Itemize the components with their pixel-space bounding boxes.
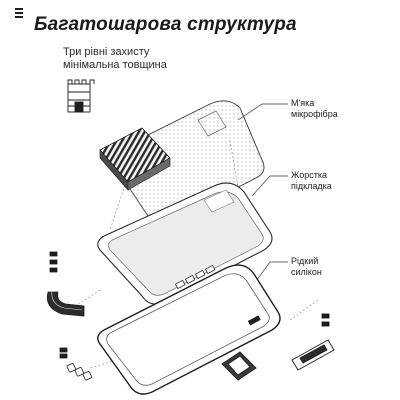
label-liquid-silicone-line-1: Рідкий <box>291 256 319 266</box>
page-subtitle: Три рівні захисту мінімальна товщина <box>63 46 263 72</box>
label-hard-backing-line-2: підкладка <box>291 181 332 191</box>
subtitle-line-2: мінімальна товщина <box>63 59 167 71</box>
label-liquid-silicone-line-2: силікон <box>291 267 322 277</box>
label-soft-microfiber: М'яка мікрофібра <box>291 98 391 120</box>
layer-hard-backing <box>97 182 273 305</box>
side-key-icon <box>291 313 335 371</box>
subtitle-line-1: Три рівні захисту <box>63 46 150 58</box>
page-title: Багатошарова структура <box>34 14 297 35</box>
layer-liquid-silicone <box>97 264 281 395</box>
camera-square-icon <box>221 351 257 381</box>
microfiber-pile-icon <box>99 127 171 191</box>
label-soft-microfiber-line-1: М'яка <box>291 98 315 108</box>
castle-icon <box>67 79 95 113</box>
label-liquid-silicone: Рідкий силікон <box>291 256 391 278</box>
key-chain-icon <box>59 347 93 381</box>
label-hard-backing-line-1: Жорстка <box>291 170 327 180</box>
corner-bumper-icon <box>46 251 85 317</box>
label-soft-microfiber-line-2: мікрофібра <box>291 109 338 119</box>
button-strip-icon <box>174 264 216 290</box>
brand-mark-icon <box>14 8 24 22</box>
label-hard-backing: Жорстка підкладка <box>291 170 391 192</box>
